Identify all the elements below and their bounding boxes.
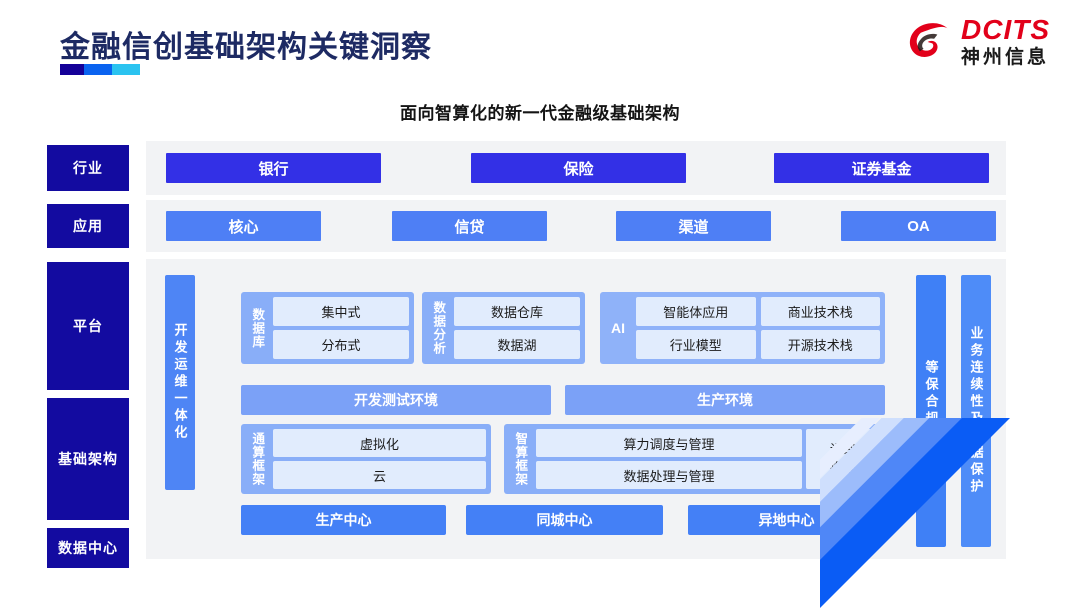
group-ai: AI 智能体应用 商业技术栈 行业模型 开源技术栈	[600, 292, 885, 364]
application-chip-channel[interactable]: 渠道	[616, 211, 771, 241]
application-chip-credit[interactable]: 信贷	[392, 211, 547, 241]
group-label-ai: AI	[611, 320, 625, 336]
stage-label-datacenter: 数据中心	[47, 528, 129, 568]
cell-industry-model[interactable]: 行业模型	[636, 330, 756, 359]
stage-label-platform: 平台	[47, 262, 129, 390]
cell-cloud[interactable]: 云	[273, 461, 486, 489]
stage-label-application: 应用	[47, 204, 129, 248]
inference-label: 推理	[829, 459, 856, 475]
application-chip-oa[interactable]: OA	[841, 211, 996, 241]
group-label-data-analytics: 数据分析	[431, 301, 446, 355]
group-general-computing-framework: 通算框架 虚拟化 云	[241, 424, 491, 494]
stage-label-infrastructure: 基础架构	[47, 398, 129, 520]
cell-compute-scheduling[interactable]: 算力调度与管理	[536, 429, 802, 457]
diagram-subtitle: 面向智算化的新一代金融级基础架构	[400, 104, 680, 123]
cell-centralized[interactable]: 集中式	[273, 297, 409, 326]
cell-virtualization[interactable]: 虚拟化	[273, 429, 486, 457]
cell-data-warehouse[interactable]: 数据仓库	[454, 297, 580, 326]
cell-open-source-tech-stack[interactable]: 开源技术栈	[760, 330, 880, 359]
center-bar-remote[interactable]: 异地中心	[688, 505, 885, 535]
training-label: 训练	[829, 442, 856, 458]
env-bar-dev-test[interactable]: 开发测试环境	[241, 385, 551, 415]
stage-label-industry: 行业	[47, 145, 129, 191]
vertical-bar-security-compliance[interactable]: 等保合规安全	[916, 275, 946, 547]
page-title: 金融信创基础架构关键洞察	[60, 31, 432, 64]
cell-agent-application[interactable]: 智能体应用	[636, 297, 756, 326]
industry-chip-securities-fund[interactable]: 证券基金	[774, 153, 989, 183]
cell-data-lake[interactable]: 数据湖	[454, 330, 580, 359]
logo-text-cn: 神州信息	[961, 47, 1050, 68]
cell-data-processing[interactable]: 数据处理与管理	[536, 461, 802, 489]
title-accent-bar	[60, 64, 140, 75]
center-bar-production[interactable]: 生产中心	[241, 505, 446, 535]
group-data-analytics: 数据分析 数据仓库 数据湖	[422, 292, 585, 364]
application-row-panel: 核心 信贷 渠道 OA	[146, 200, 1006, 252]
env-bar-production[interactable]: 生产环境	[565, 385, 885, 415]
vertical-bar-business-continuity[interactable]: 业务连续性及数据保护	[961, 275, 991, 547]
application-chip-core[interactable]: 核心	[166, 211, 321, 241]
industry-chip-bank[interactable]: 银行	[166, 153, 381, 183]
group-label-smart-framework: 智算框架	[513, 432, 528, 486]
cell-distributed[interactable]: 分布式	[273, 330, 409, 359]
dcits-logo: DCITS 神州信息	[907, 16, 1050, 67]
cell-training-inference[interactable]: 训练 推理	[806, 429, 880, 489]
logo-text-en: DCITS	[961, 14, 1050, 45]
group-label-database: 数据库	[250, 307, 265, 349]
group-database: 数据库 集中式 分布式	[241, 292, 414, 364]
cell-commercial-tech-stack[interactable]: 商业技术栈	[760, 297, 880, 326]
accent-segment-1	[60, 64, 84, 75]
industry-row-panel: 银行 保险 证券基金	[146, 141, 1006, 195]
group-label-general-framework: 通算框架	[250, 432, 265, 486]
group-smart-computing-framework: 智算框架 算力调度与管理 数据处理与管理 训练 推理	[504, 424, 885, 494]
center-bar-same-city[interactable]: 同城中心	[466, 505, 663, 535]
dcits-swirl-icon	[909, 22, 948, 57]
accent-segment-2	[84, 64, 112, 75]
industry-chip-insurance[interactable]: 保险	[471, 153, 686, 183]
vertical-bar-devops[interactable]: 开发运维一体化	[165, 275, 195, 490]
accent-segment-3	[112, 64, 140, 75]
